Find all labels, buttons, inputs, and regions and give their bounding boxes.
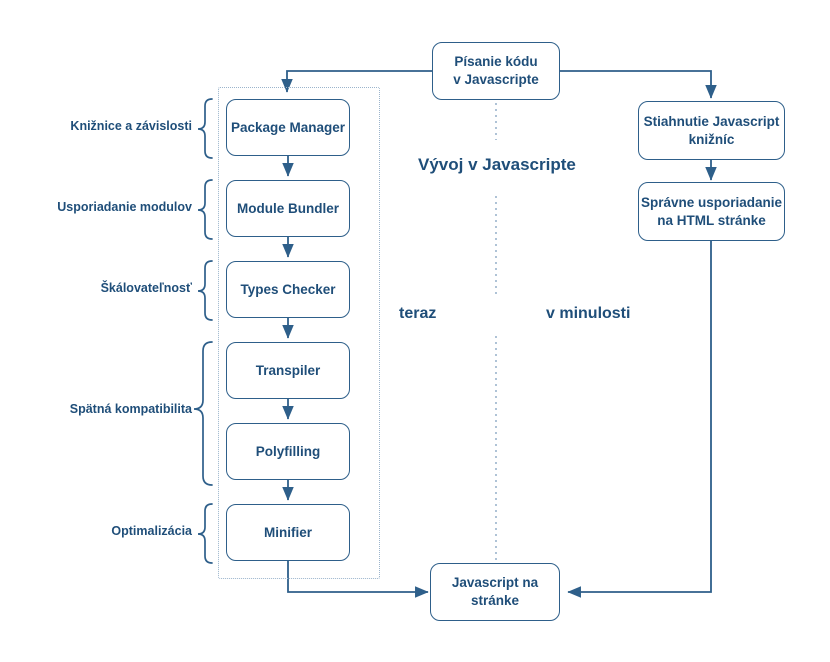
node-types-checker[interactable]: Types Checker (226, 261, 350, 318)
node-download-libs-line2: knižníc (688, 131, 735, 147)
node-polyfilling[interactable]: Polyfilling (226, 423, 350, 480)
node-transpiler[interactable]: Transpiler (226, 342, 350, 399)
node-html-order-line1: Správne usporiadanie (640, 194, 783, 210)
era-label-past-text: v minulosti (546, 305, 631, 322)
node-start-line2: v Javascripte (453, 72, 539, 87)
edge-start-to-package-manager (281, 70, 432, 93)
node-minifier[interactable]: Minifier (226, 504, 350, 561)
side-label-optimalizacia: Optimalizácia (20, 524, 192, 538)
node-module-bundler-label: Module Bundler (237, 200, 339, 216)
edge-html-order-to-output (567, 241, 712, 598)
side-label-moduly-text: Usporiadanie modulov (57, 200, 192, 214)
node-transpiler-label: Transpiler (255, 362, 321, 378)
brace-kompatibilita (193, 341, 213, 486)
side-label-skalovatelnost: Škálovateľnosť (20, 281, 192, 295)
node-types-checker-label: Types Checker (240, 281, 336, 297)
brace-moduly (197, 179, 213, 240)
side-label-knihovny-text: Knižnice a závislosti (70, 119, 192, 133)
node-download-libs[interactable]: Stiahnutie Javascript knižníc (638, 101, 785, 160)
edge-minifier-to-output (287, 561, 429, 598)
node-download-libs-line1: Stiahnutie Javascript (643, 113, 780, 129)
node-output-line1: Javascript na (451, 575, 539, 591)
side-label-moduly: Usporiadanie modulov (20, 200, 192, 214)
brace-optimalizacia (197, 503, 213, 564)
node-package-manager-label: Package Manager (230, 119, 346, 135)
node-output-line2: stránke (470, 593, 520, 608)
side-label-kompatibilita: Spätná kompatibilita (20, 402, 192, 416)
node-package-manager[interactable]: Package Manager (226, 99, 350, 156)
node-polyfilling-label: Polyfilling (255, 443, 321, 459)
brace-skalovatelnost (197, 260, 213, 321)
node-start-line1: Písanie kódu (454, 54, 538, 70)
node-module-bundler[interactable]: Module Bundler (226, 180, 350, 237)
side-label-kompatibilita-text: Spätná kompatibilita (69, 402, 192, 416)
node-output[interactable]: Javascript na stránke (430, 563, 560, 621)
edge-start-to-download-libs (560, 70, 717, 99)
node-start[interactable]: Písanie kódu v Javascripte (432, 42, 560, 100)
node-html-order[interactable]: Správne usporiadanie na HTML stránke (638, 182, 785, 241)
side-label-knihovny: Knižnice a závislosti (20, 119, 192, 133)
side-label-skalovatelnost-text: Škálovateľnosť (100, 281, 192, 295)
brace-knihovny (197, 98, 213, 159)
diagram-title: Vývoj v Javascripte (412, 155, 582, 175)
era-label-now: teraz (393, 305, 443, 323)
era-label-now-text: teraz (399, 305, 437, 322)
era-label-past: v minulosti (540, 305, 637, 323)
node-html-order-line2: na HTML stránke (657, 212, 766, 228)
pipeline-group-boundary (218, 87, 380, 579)
diagram-title-text: Vývoj v Javascripte (418, 155, 576, 174)
node-minifier-label: Minifier (263, 524, 312, 540)
side-label-optimalizacia-text: Optimalizácia (111, 524, 192, 538)
